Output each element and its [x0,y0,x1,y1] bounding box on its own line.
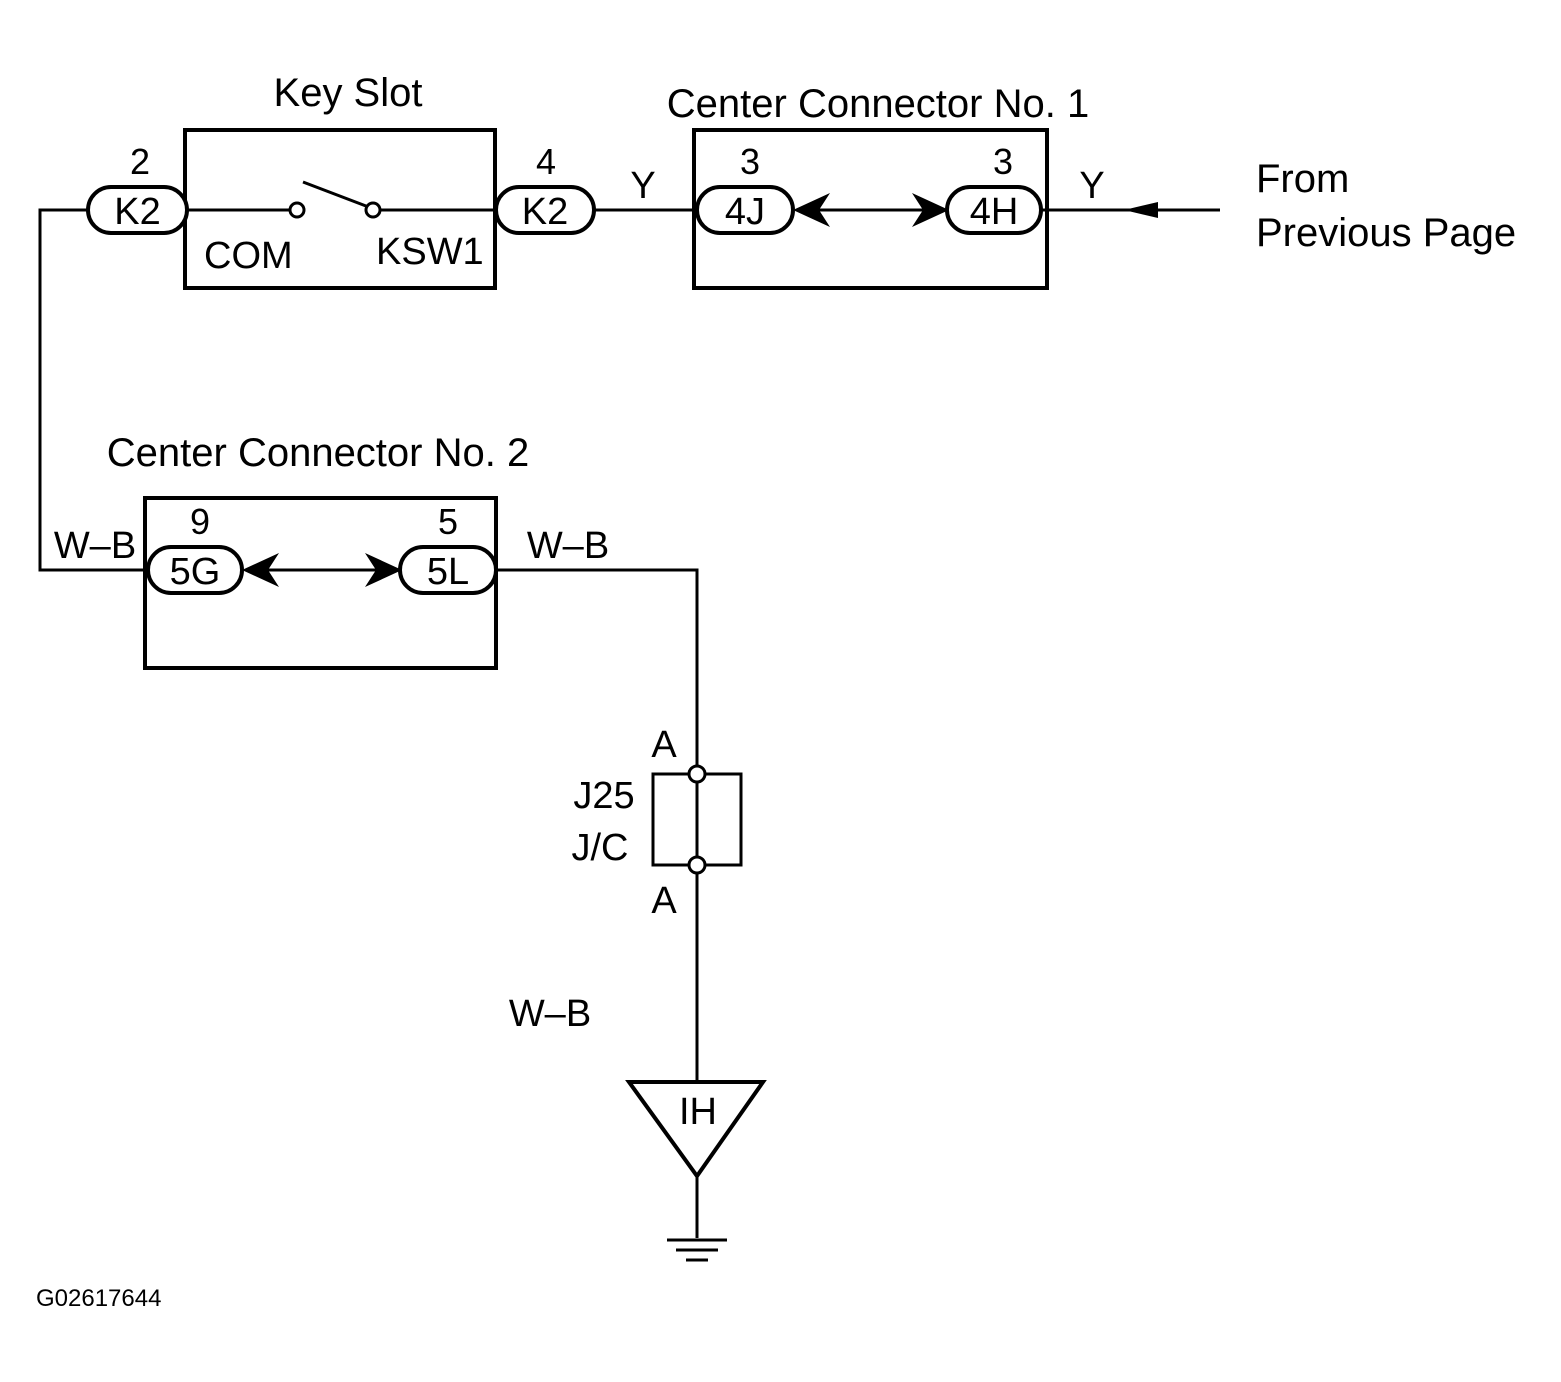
source-line-1: From [1256,157,1349,201]
key-slot-left-connector-label: K2 [114,191,160,233]
from-previous-page-arrow-icon [1124,202,1158,218]
wire-wb-left-loop [38,208,148,572]
junction-connector: A J25 J/C A [572,724,743,922]
cc1-left-pin: 3 [740,141,760,182]
cc2-right-chevron-icon [365,553,402,587]
wire-label-wb-right: W–B [527,525,609,567]
cc1-box [692,128,1049,290]
key-slot-right-connector-label: K2 [522,191,568,233]
junction-name: J25 [573,775,634,817]
junction-bracket-right [697,772,743,867]
junction-top-terminal: A [651,724,677,766]
center-connector-2: Center Connector No. 2 9 5G 5 5L [107,431,529,670]
key-slot-title: Key Slot [274,71,423,115]
key-slot-com-label: COM [204,235,293,277]
key-slot: Key Slot 2 K2 COM KSW1 4 K2 [86,71,596,290]
key-slot-left-pin: 2 [130,141,150,182]
wire-label-wb-bottom: W–B [509,993,591,1035]
cc2-left-chevron-icon [242,553,279,587]
cc1-left-connector-label: 4J [725,191,765,233]
junction-top-node [687,764,707,784]
cc1-title: Center Connector No. 1 [667,82,1089,126]
cc2-title: Center Connector No. 2 [107,431,529,475]
switch-blade [302,180,367,208]
cc1-right-connector-label: 4H [970,191,1019,233]
junction-bottom-terminal: A [651,880,677,922]
wire-label-y-right: Y [1079,165,1104,207]
cc1-right-chevron-icon [912,193,949,227]
cc1-right-connector [945,185,1043,235]
key-slot-left-connector [86,185,189,235]
key-slot-ksw1-label: KSW1 [376,231,484,273]
junction-bracket [651,772,697,867]
junction-bottom-node [687,855,707,875]
cc2-right-connector-label: 5L [427,551,469,593]
wire-label-y-left: Y [630,165,655,207]
figure-code: G02617644 [36,1285,161,1312]
cc2-left-connector-label: 5G [170,551,221,593]
switch-com-contact [288,201,306,219]
switch-ksw1-contact [364,201,382,219]
wire-label-wb-left: W–B [54,525,136,567]
ground-point-label: IH [679,1091,717,1133]
wire-wb-cc2-to-junction [496,568,699,766]
cc2-left-pin: 9 [190,501,210,542]
cc1-right-pin: 3 [993,141,1013,182]
junction-type: J/C [572,827,629,869]
cc2-right-connector [398,545,498,595]
ground-triangle [625,1080,767,1180]
key-slot-right-connector [494,185,596,235]
wires [38,180,1220,1238]
cc2-box [143,496,498,670]
center-connector-1: Center Connector No. 1 3 4J 3 4H [667,82,1089,290]
key-slot-right-pin: 4 [536,141,556,182]
ground-point: IH [625,1080,767,1262]
cc1-left-chevron-icon [793,193,830,227]
source-line-2: Previous Page [1256,211,1516,255]
cc2-right-pin: 5 [438,501,458,542]
